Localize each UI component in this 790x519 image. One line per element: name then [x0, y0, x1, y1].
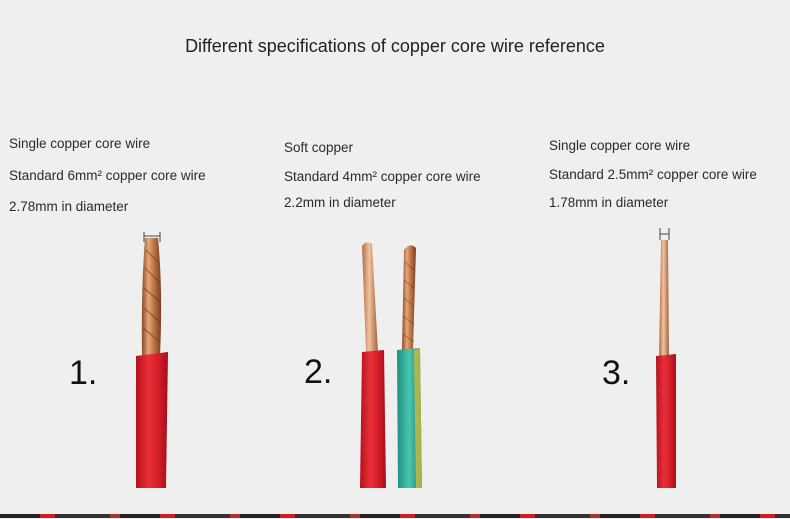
spec-1-line-1: Single copper core wire — [9, 136, 151, 151]
wire-1-insulation — [136, 352, 168, 488]
bottom-divider — [0, 514, 790, 518]
wire-1 — [136, 232, 168, 488]
wire-number-1: 1. — [69, 354, 98, 392]
wire-number-2: 2. — [304, 353, 333, 391]
spec-2-line-2: Standard 4mm² copper core wire — [284, 169, 481, 184]
spec-1-line-2: Standard 6mm² copper core wire — [9, 168, 206, 183]
wire-2-red-insulation — [360, 350, 386, 488]
spec-2-line-3: 2.2mm in diameter — [284, 195, 396, 210]
spec-3-line-3: 1.78mm in diameter — [549, 195, 669, 210]
spec-3-line-2: Standard 2.5mm² copper core wire — [549, 167, 757, 182]
wire-number-3: 3. — [602, 354, 631, 392]
wire-2-red — [360, 242, 386, 488]
wire-3-copper — [659, 240, 669, 356]
spec-1-line-3: 2.78mm in diameter — [9, 199, 129, 214]
wire-3 — [656, 228, 676, 488]
wire-2-green — [397, 245, 422, 488]
spec-2-line-1: Soft copper — [284, 140, 354, 155]
wire-1-copper-strands — [141, 238, 162, 355]
wire-3-insulation — [656, 354, 676, 488]
spec-3-line-1: Single copper core wire — [549, 138, 691, 153]
page-title: Different specifications of copper core … — [185, 36, 605, 56]
wire-3-diameter-marker — [659, 228, 670, 240]
wire-1-diameter-marker — [143, 232, 161, 242]
wire-2-green-copper — [402, 245, 416, 350]
wire-2-red-copper — [362, 242, 378, 352]
